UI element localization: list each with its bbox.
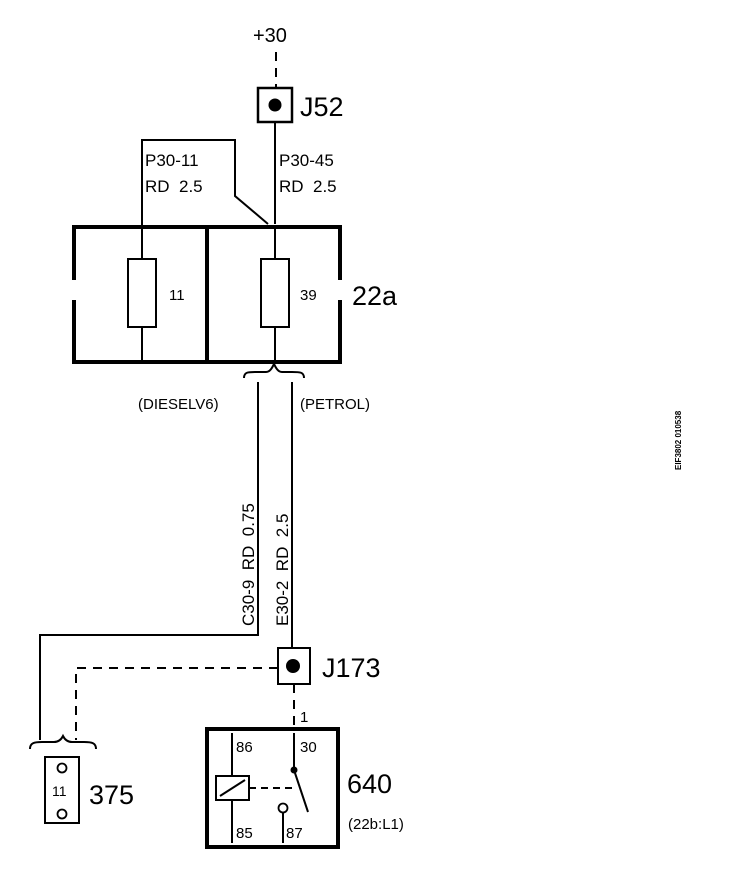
relay-640-input-pin: 1 — [300, 709, 308, 726]
junction-j52: J52 — [256, 86, 344, 124]
variant-diesel-label: (DIESELV6) — [138, 396, 219, 413]
fusebox-label: 22a — [352, 281, 398, 311]
wire-p30-11-spec: RD 2.5 — [145, 177, 203, 196]
variant-petrol-label: (PETROL) — [300, 396, 370, 413]
variant-brace — [243, 361, 305, 379]
fuse-39-label: 39 — [300, 287, 317, 304]
wire-j173-to-375 — [75, 667, 278, 740]
relay-640-label: 640 — [347, 769, 392, 799]
connector-375-pin-hole-top — [56, 762, 68, 774]
supply-label: +30 — [253, 25, 287, 47]
junction-j52-label: J52 — [300, 92, 344, 122]
fuse-11-label: 11 — [169, 287, 185, 304]
wire-p30-45-id: P30-45 — [279, 151, 334, 170]
wire-c30-9 — [39, 382, 259, 740]
connector-375-pin-hole-bottom — [56, 808, 68, 820]
junction-j173: J173 — [277, 647, 381, 685]
figure-code: EIF3802 010538 — [674, 410, 683, 470]
relay-640-pin-87: 87 — [286, 825, 303, 842]
fusebox-22a: 11 39 22a — [72, 225, 398, 364]
relay-640-pin-86: 86 — [236, 739, 253, 756]
wire-p30-11-id: P30-11 — [145, 151, 199, 170]
relay-640: 86 30 85 87 640 (22b:L1) — [205, 727, 404, 849]
wire-e30-2-label: E30-2 RD 2.5 — [273, 514, 292, 626]
relay-coil-diagonal — [219, 779, 246, 797]
connector-375: 11 375 — [44, 756, 134, 824]
connector-375-label: 375 — [89, 780, 134, 810]
connector-375-pin: 11 — [52, 783, 67, 799]
connector-375-brace — [29, 733, 97, 750]
fuse-39-body — [260, 258, 290, 328]
relay-640-sublabel: (22b:L1) — [348, 816, 404, 833]
fuse-11-body — [127, 258, 157, 328]
relay-contact-87 — [277, 802, 289, 814]
junction-j52-dot — [268, 98, 282, 112]
wire-p30-45-spec: RD 2.5 — [279, 177, 337, 196]
relay-switch-arm — [293, 769, 309, 813]
wire-p30-11 — [141, 139, 269, 228]
junction-j173-label: J173 — [322, 653, 381, 683]
relay-640-pin-85: 85 — [236, 825, 253, 842]
wire-c30-9-label: C30-9 RD 0.75 — [239, 503, 258, 626]
relay-640-pin-30: 30 — [300, 739, 317, 756]
junction-j173-dot — [286, 659, 300, 673]
